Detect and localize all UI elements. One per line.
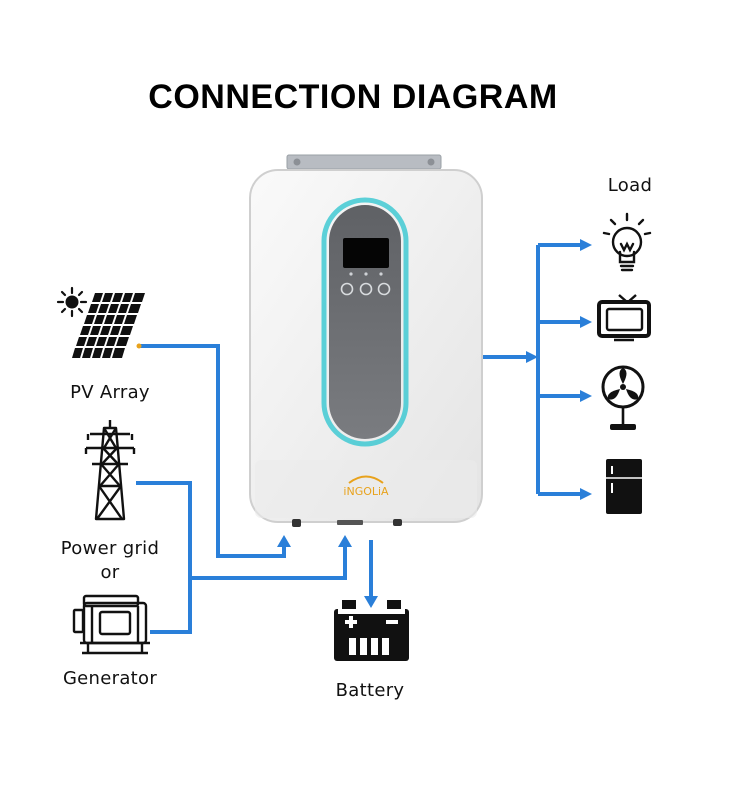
battery-icon: [334, 600, 409, 661]
arrow-head-fan: [580, 390, 592, 402]
fridge-icon: [606, 459, 642, 514]
diagram-title: CONNECTION DIAGRAM: [148, 78, 558, 116]
brand-logo-text: iNGOLiA: [343, 485, 389, 498]
arrow-head-tv: [580, 316, 592, 328]
generator-label: Generator: [62, 668, 158, 689]
load-label: Load: [607, 175, 653, 196]
power-tower-icon: [84, 420, 136, 521]
solar-panel-icon: [56, 286, 145, 358]
fan-icon: [601, 365, 645, 430]
generator-icon: [72, 594, 150, 655]
light-bulb-icon: [602, 212, 652, 272]
inverter-button-1: [340, 282, 354, 296]
pv-connection-line: [138, 344, 286, 558]
arrow-head-trunk: [526, 351, 538, 363]
brand-logo: iNGOLiA: [343, 475, 389, 498]
pv-array-label: PV Array: [70, 382, 150, 403]
arrow-head-bulb: [580, 239, 592, 251]
tv-icon: [597, 294, 651, 342]
power-grid-label: Power grid: [60, 538, 160, 559]
arrow-head-battery: [364, 596, 378, 608]
inverter-button-3: [377, 282, 391, 296]
arrow-head-pv: [277, 535, 291, 547]
inverter-unit: iNGOLiA: [249, 154, 483, 527]
grid-connection-line: [136, 481, 192, 634]
battery-label: Battery: [335, 680, 405, 701]
arrow-head-grid: [338, 535, 352, 547]
inverter-button-2: [359, 282, 373, 296]
arrow-head-fridge: [580, 488, 592, 500]
grid-to-inverter-line: [190, 545, 347, 580]
or-label: or: [100, 562, 120, 583]
